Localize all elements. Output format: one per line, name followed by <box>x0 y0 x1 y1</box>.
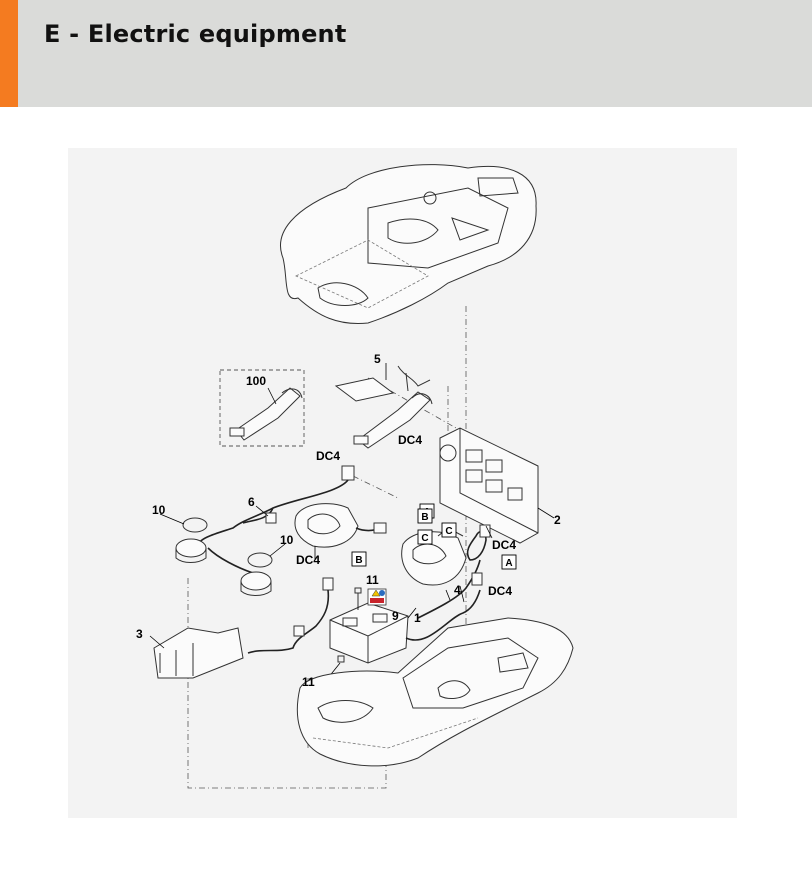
callout-5: 5 <box>374 352 381 366</box>
accent-bar <box>0 0 18 107</box>
harness-6 <box>159 465 355 596</box>
part-3-bracket <box>149 627 244 679</box>
ribbon-cable-dc4 <box>353 391 433 449</box>
callout-1: 1 <box>414 611 421 625</box>
callout-100: 100 <box>246 374 266 388</box>
callout-9: 9 <box>392 609 399 623</box>
connector-label-dc4-ribbon: DC4 <box>398 433 422 447</box>
cable-dc4-mid <box>247 577 334 654</box>
callout-10-upper: 10 <box>152 503 166 517</box>
part-9-label <box>367 588 387 606</box>
part-100-group <box>219 369 305 447</box>
callout-3: 3 <box>136 627 143 641</box>
part-5-plate <box>334 363 431 402</box>
callout-4: 4 <box>454 583 461 597</box>
page-header: E - Electric equipment <box>0 0 812 107</box>
svg-text:C: C <box>445 526 452 537</box>
diagram-drawing: A B C <box>136 164 574 789</box>
part-1-housing <box>329 602 417 664</box>
svg-text:B: B <box>355 555 362 566</box>
top-cover <box>280 164 537 325</box>
connector-label-dc4-right-upper: DC4 <box>492 538 516 552</box>
reference-box-c-bottom: C <box>417 529 433 545</box>
connector-label-dc4-mid: DC4 <box>296 553 320 567</box>
reference-box-b-top-text: B <box>421 512 428 523</box>
reference-box-a-bottom: A <box>501 554 517 570</box>
exploded-diagram: A B C <box>68 148 737 818</box>
reference-box-b-top-real: B <box>417 508 433 524</box>
svg-text:A: A <box>505 558 512 569</box>
callout-6: 6 <box>248 495 255 509</box>
callout-11-upper: 11 <box>366 573 379 587</box>
callout-11-lower: 11 <box>302 675 315 689</box>
reference-box-c-top: C <box>441 522 457 538</box>
callout-2: 2 <box>554 513 561 527</box>
connector-label-dc4-right-lower: DC4 <box>488 584 512 598</box>
drive-motor-left <box>294 503 387 560</box>
page-title: E - Electric equipment <box>44 20 347 48</box>
svg-text:C: C <box>421 533 428 544</box>
lower-chassis <box>296 617 574 767</box>
part-2-board <box>439 427 555 544</box>
cable-4 <box>417 524 493 619</box>
reference-box-b-bottom: B <box>351 551 367 567</box>
connector-label-dc4-harness: DC4 <box>316 449 340 463</box>
cable-housing-to-chassis <box>405 589 481 641</box>
callout-10-lower: 10 <box>280 533 294 547</box>
